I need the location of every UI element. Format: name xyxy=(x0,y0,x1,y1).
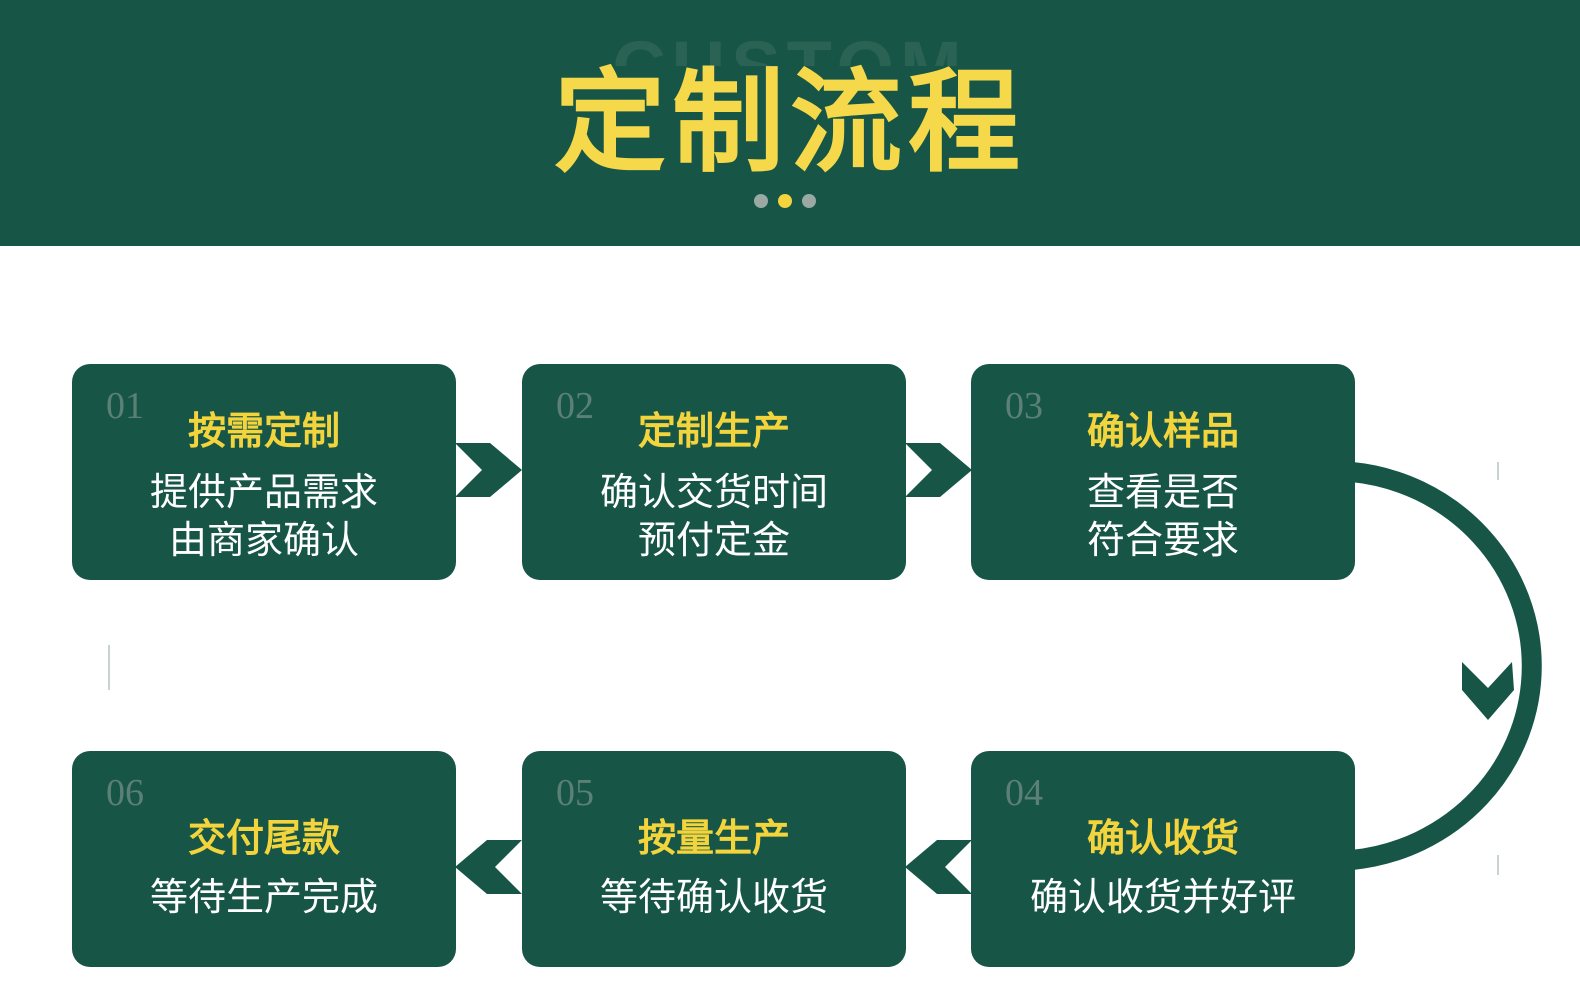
step-description: 确认交货时间 预付定金 xyxy=(522,468,906,564)
step-card-04: 04 确认收货 确认收货并好评 xyxy=(971,751,1355,967)
arrow-right-icon xyxy=(905,443,972,497)
step-card-02: 02 定制生产 确认交货时间 预付定金 xyxy=(522,364,906,580)
arrow-right-icon xyxy=(455,443,522,497)
step-title: 按量生产 xyxy=(637,816,790,860)
step-number: 03 xyxy=(1005,385,1043,427)
step-title: 确认收货 xyxy=(1086,816,1239,860)
step-number: 06 xyxy=(106,772,144,814)
step-description-line: 提供产品需求 xyxy=(149,470,378,514)
decorative-dot-left xyxy=(754,194,768,208)
step-number: 01 xyxy=(106,385,144,427)
page-title: 定制流程 xyxy=(554,58,1026,188)
step-description: 等待确认收货 xyxy=(522,873,906,921)
step-title: 定制生产 xyxy=(637,409,790,453)
header-background-word: CUSTOM xyxy=(0,8,1580,66)
chevron-down-icon xyxy=(1462,662,1514,720)
step-description-line: 由商家确认 xyxy=(168,518,359,562)
step-description: 等待生产完成 xyxy=(72,873,456,921)
step-description: 确认收货并好评 xyxy=(971,873,1355,921)
curved-connector xyxy=(1350,462,1542,870)
step-description-line: 符合要求 xyxy=(1086,518,1239,562)
step-title: 交付尾款 xyxy=(187,816,340,860)
decorative-dot-middle xyxy=(778,194,792,208)
decorative-dot-right xyxy=(802,194,816,208)
step-card-03: 03 确认样品 查看是否 符合要求 xyxy=(971,364,1355,580)
step-description-line: 等待生产完成 xyxy=(149,875,378,919)
step-number: 04 xyxy=(1005,772,1043,814)
step-card-01: 01 按需定制 提供产品需求 由商家确认 xyxy=(72,364,456,580)
step-card-05: 05 按量生产 等待确认收货 xyxy=(522,751,906,967)
step-description: 查看是否 符合要求 xyxy=(971,468,1355,564)
step-card-06: 06 交付尾款 等待生产完成 xyxy=(72,751,456,967)
step-number: 05 xyxy=(556,772,594,814)
step-number: 02 xyxy=(556,385,594,427)
header-banner: CUSTOM 定制流程 xyxy=(0,0,1580,246)
arrow-left-icon xyxy=(905,840,972,894)
arrow-left-icon xyxy=(455,840,522,894)
step-title: 按需定制 xyxy=(187,409,340,453)
step-title: 确认样品 xyxy=(1086,409,1239,453)
step-description: 提供产品需求 由商家确认 xyxy=(72,468,456,564)
step-description-line: 确认收货并好评 xyxy=(1029,875,1296,919)
step-description-line: 查看是否 xyxy=(1086,470,1239,514)
step-description-line: 预付定金 xyxy=(637,518,790,562)
step-description-line: 确认交货时间 xyxy=(599,470,828,514)
step-description-line: 等待确认收货 xyxy=(599,875,828,919)
